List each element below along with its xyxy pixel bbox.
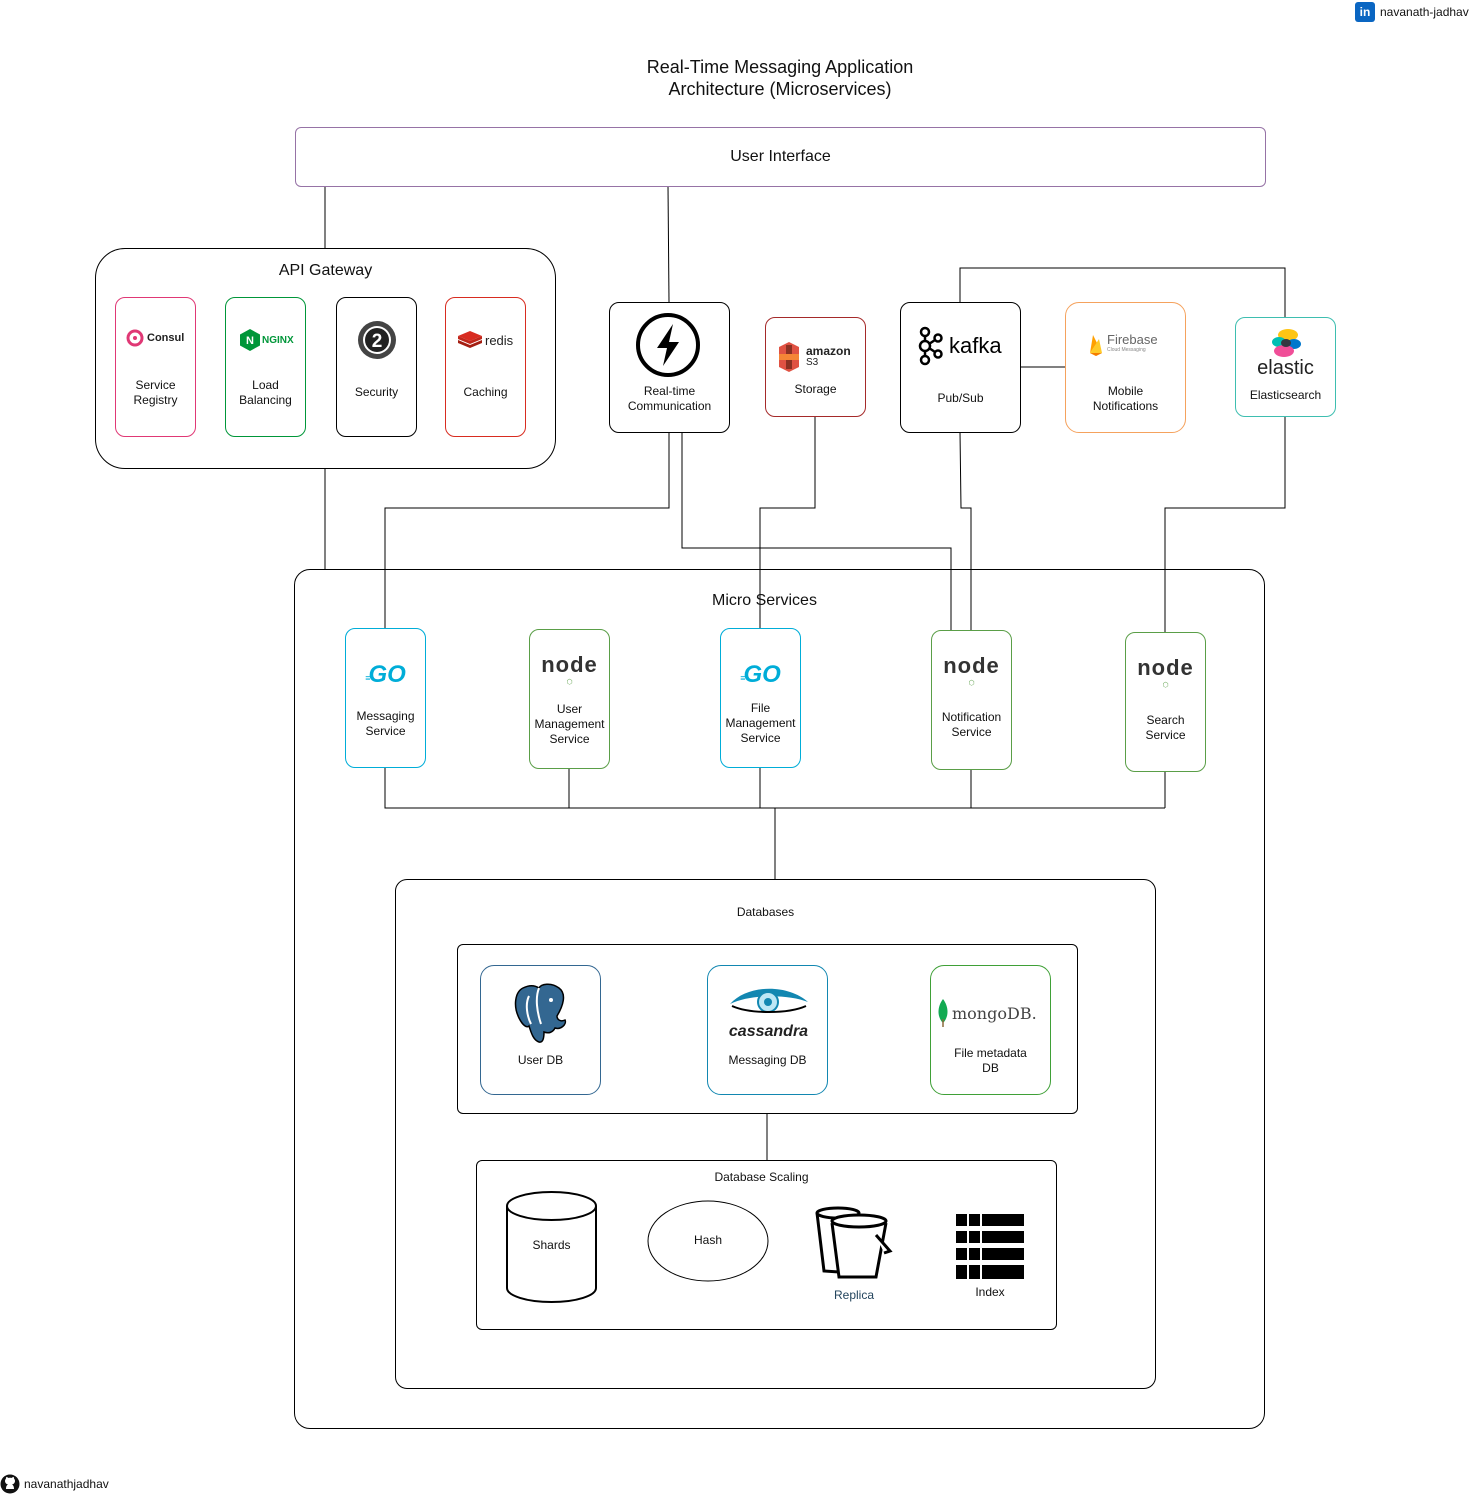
database-scaling-group[interactable]: Database Scaling: [476, 1160, 1057, 1330]
shards-cylinder[interactable]: Shards: [505, 1190, 598, 1304]
github-username: navanathjadhav: [24, 1477, 109, 1491]
golang-icon: ≡GO: [365, 661, 406, 688]
api-gateway-title: API Gateway: [278, 262, 373, 279]
redis-icon: redis: [458, 330, 520, 350]
database-scaling-title: Database Scaling: [714, 1170, 809, 1184]
diagram-title: Real-Time Messaging Application Architec…: [580, 56, 980, 100]
linkedin-icon: in: [1355, 2, 1375, 22]
replica-group[interactable]: Replica: [814, 1205, 894, 1305]
pubsub-node[interactable]: kafka Pub/Sub: [900, 302, 1021, 433]
hash-label: Hash: [693, 1233, 722, 1247]
user-interface-box[interactable]: User Interface: [295, 127, 1266, 187]
github-icon: [0, 1474, 20, 1494]
databases-title: Databases: [736, 905, 795, 919]
svg-text:2: 2: [372, 331, 383, 352]
linkedin-username: navanath-jadhav: [1380, 5, 1469, 19]
caching-label: Caching: [463, 385, 508, 399]
postgresql-icon: [511, 982, 571, 1046]
cassandra-icon: cassandra: [718, 984, 819, 1040]
caching-node[interactable]: redis Caching: [445, 297, 526, 437]
storage-label: Storage: [794, 382, 837, 396]
elasticsearch-node[interactable]: elastic Elasticsearch: [1235, 317, 1336, 417]
kafka-icon: kafka: [917, 325, 1007, 367]
pubsub-label: Pub/Sub: [937, 391, 984, 405]
nodejs-icon: node ⬡: [1137, 655, 1194, 690]
database-list-box: [457, 944, 1078, 1114]
hash-ellipse[interactable]: Hash: [647, 1200, 769, 1282]
storage-node[interactable]: amazon S3 Storage: [765, 317, 866, 417]
aws-s3-icon: amazon S3: [776, 340, 860, 374]
svg-text:N: N: [246, 335, 254, 347]
microservices-group[interactable]: Micro Services: [294, 569, 1265, 1429]
microservices-title: Micro Services: [712, 592, 817, 609]
index-label: Index: [975, 1285, 1005, 1299]
user-db-label: User DB: [517, 1053, 564, 1067]
user-db-node[interactable]: User DB: [480, 965, 601, 1095]
messaging-db-node[interactable]: cassandra Messaging DB: [707, 965, 828, 1095]
socketio-icon: [635, 312, 701, 378]
nodejs-icon: node ⬡: [541, 652, 598, 687]
databases-group[interactable]: Databases: [395, 879, 1156, 1389]
messaging-db-label: Messaging DB: [728, 1053, 807, 1067]
bucket-icon: [815, 1206, 893, 1279]
user-interface-label: User Interface: [730, 148, 831, 165]
security-node[interactable]: 2 Security: [336, 297, 417, 437]
shards-label: Shards: [532, 1238, 571, 1252]
elastic-wordmark: elastic: [1257, 357, 1314, 379]
github-badge[interactable]: navanathjadhav: [0, 1474, 109, 1494]
mongodb-icon: mongoDB.: [937, 998, 1049, 1028]
oauth2-icon: 2: [357, 320, 397, 360]
title-line-2: Architecture (Microservices): [668, 79, 892, 99]
table-index-icon: [956, 1214, 1024, 1279]
linkedin-badge[interactable]: in navanath-jadhav: [1355, 1, 1469, 23]
index-group[interactable]: Index: [955, 1213, 1025, 1305]
replica-label: Replica: [833, 1288, 875, 1302]
title-line-1: Real-Time Messaging Application: [646, 57, 914, 77]
golang-icon: ≡GO: [740, 661, 781, 688]
nodejs-icon: node ⬡: [943, 653, 1000, 688]
consul-icon: Consul: [126, 328, 186, 348]
elastic-icon: [1269, 328, 1303, 358]
nginx-icon: N NGINX: [240, 329, 296, 351]
elasticsearch-label: Elasticsearch: [1249, 388, 1322, 402]
security-label: Security: [354, 385, 399, 399]
firebase-icon: Firebase Cloud Messaging: [1088, 331, 1178, 359]
